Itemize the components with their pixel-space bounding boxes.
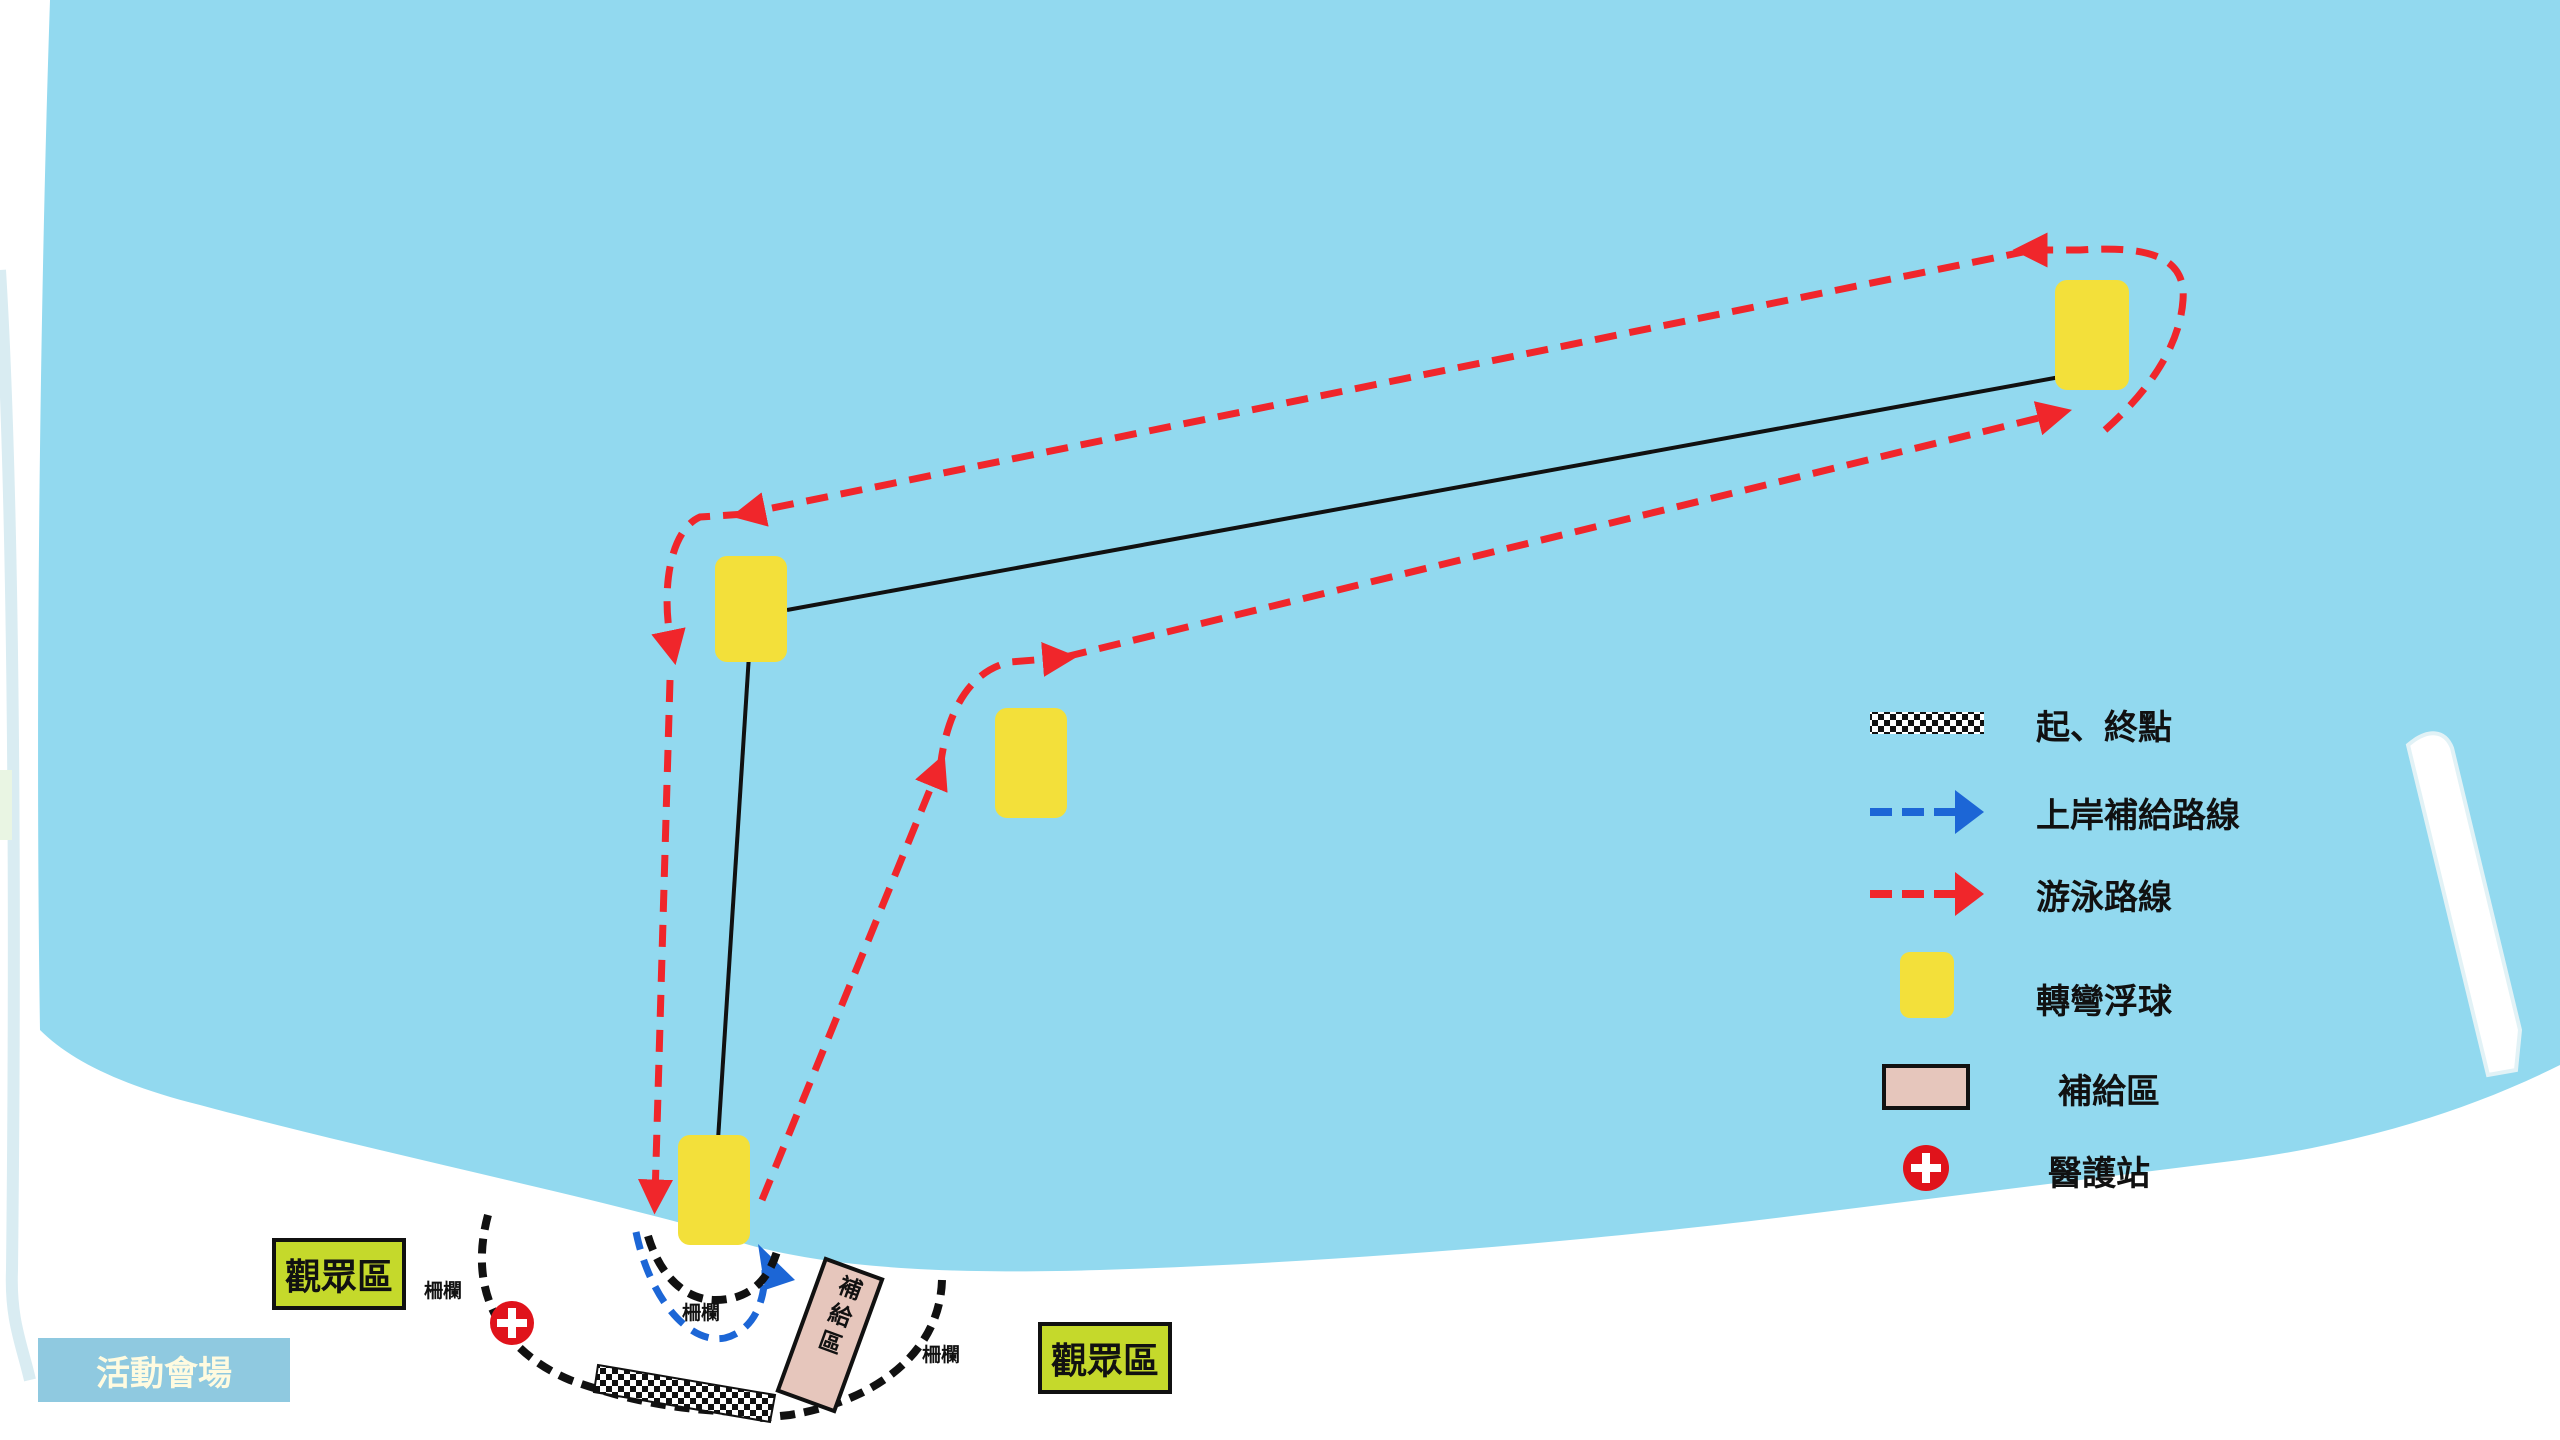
legend-blue-arrow-icon [1955, 790, 1984, 834]
turn-buoys [678, 280, 2129, 1245]
buoy-start [678, 1135, 750, 1245]
legend-label-supply-zone: 補給區 [2058, 1072, 2160, 1112]
spectator-zone-right: 觀眾區 [1038, 1322, 1172, 1394]
medical-station-icon [490, 1301, 534, 1345]
legend-label-turn-buoy: 轉彎浮球 [2036, 982, 2172, 1022]
legend-checker-icon [1870, 712, 1984, 734]
water-area [38, 0, 2560, 1272]
spectator-zone-left: 觀眾區 [272, 1238, 406, 1310]
legend-buoy-icon [1900, 952, 1954, 1018]
buoy-left-upper [715, 556, 787, 662]
shore-patch [0, 770, 12, 840]
supply-zone-box [775, 1256, 885, 1414]
venue-label: 活動會場 [38, 1338, 290, 1402]
legend-label-medical: 醫護站 [2048, 1154, 2150, 1194]
buoy-far [2055, 280, 2129, 390]
start-finish-line [592, 1363, 777, 1424]
legend-red-arrow-icon [1955, 872, 1984, 916]
buoy-mid [995, 708, 1067, 818]
supply-route [632, 1231, 769, 1343]
shore-road [0, 269, 36, 1382]
legend-supply-box-icon [1882, 1064, 1970, 1110]
legend-label-start-finish: 起、終點 [2036, 708, 2172, 748]
fence-label-right: 柵欄 [922, 1344, 961, 1366]
course-lines [716, 375, 2061, 1141]
fences [477, 1213, 946, 1422]
legend-medical-icon [1903, 1145, 1949, 1191]
legend-label-swim-route: 游泳路線 [2036, 878, 2172, 918]
pier [2405, 731, 2523, 1078]
legend-label-supply-route: 上岸補給路線 [2036, 796, 2240, 836]
fence-label-center: 柵欄 [682, 1302, 721, 1324]
swim-route [638, 232, 2187, 1215]
fence-label-left: 柵欄 [424, 1280, 463, 1302]
